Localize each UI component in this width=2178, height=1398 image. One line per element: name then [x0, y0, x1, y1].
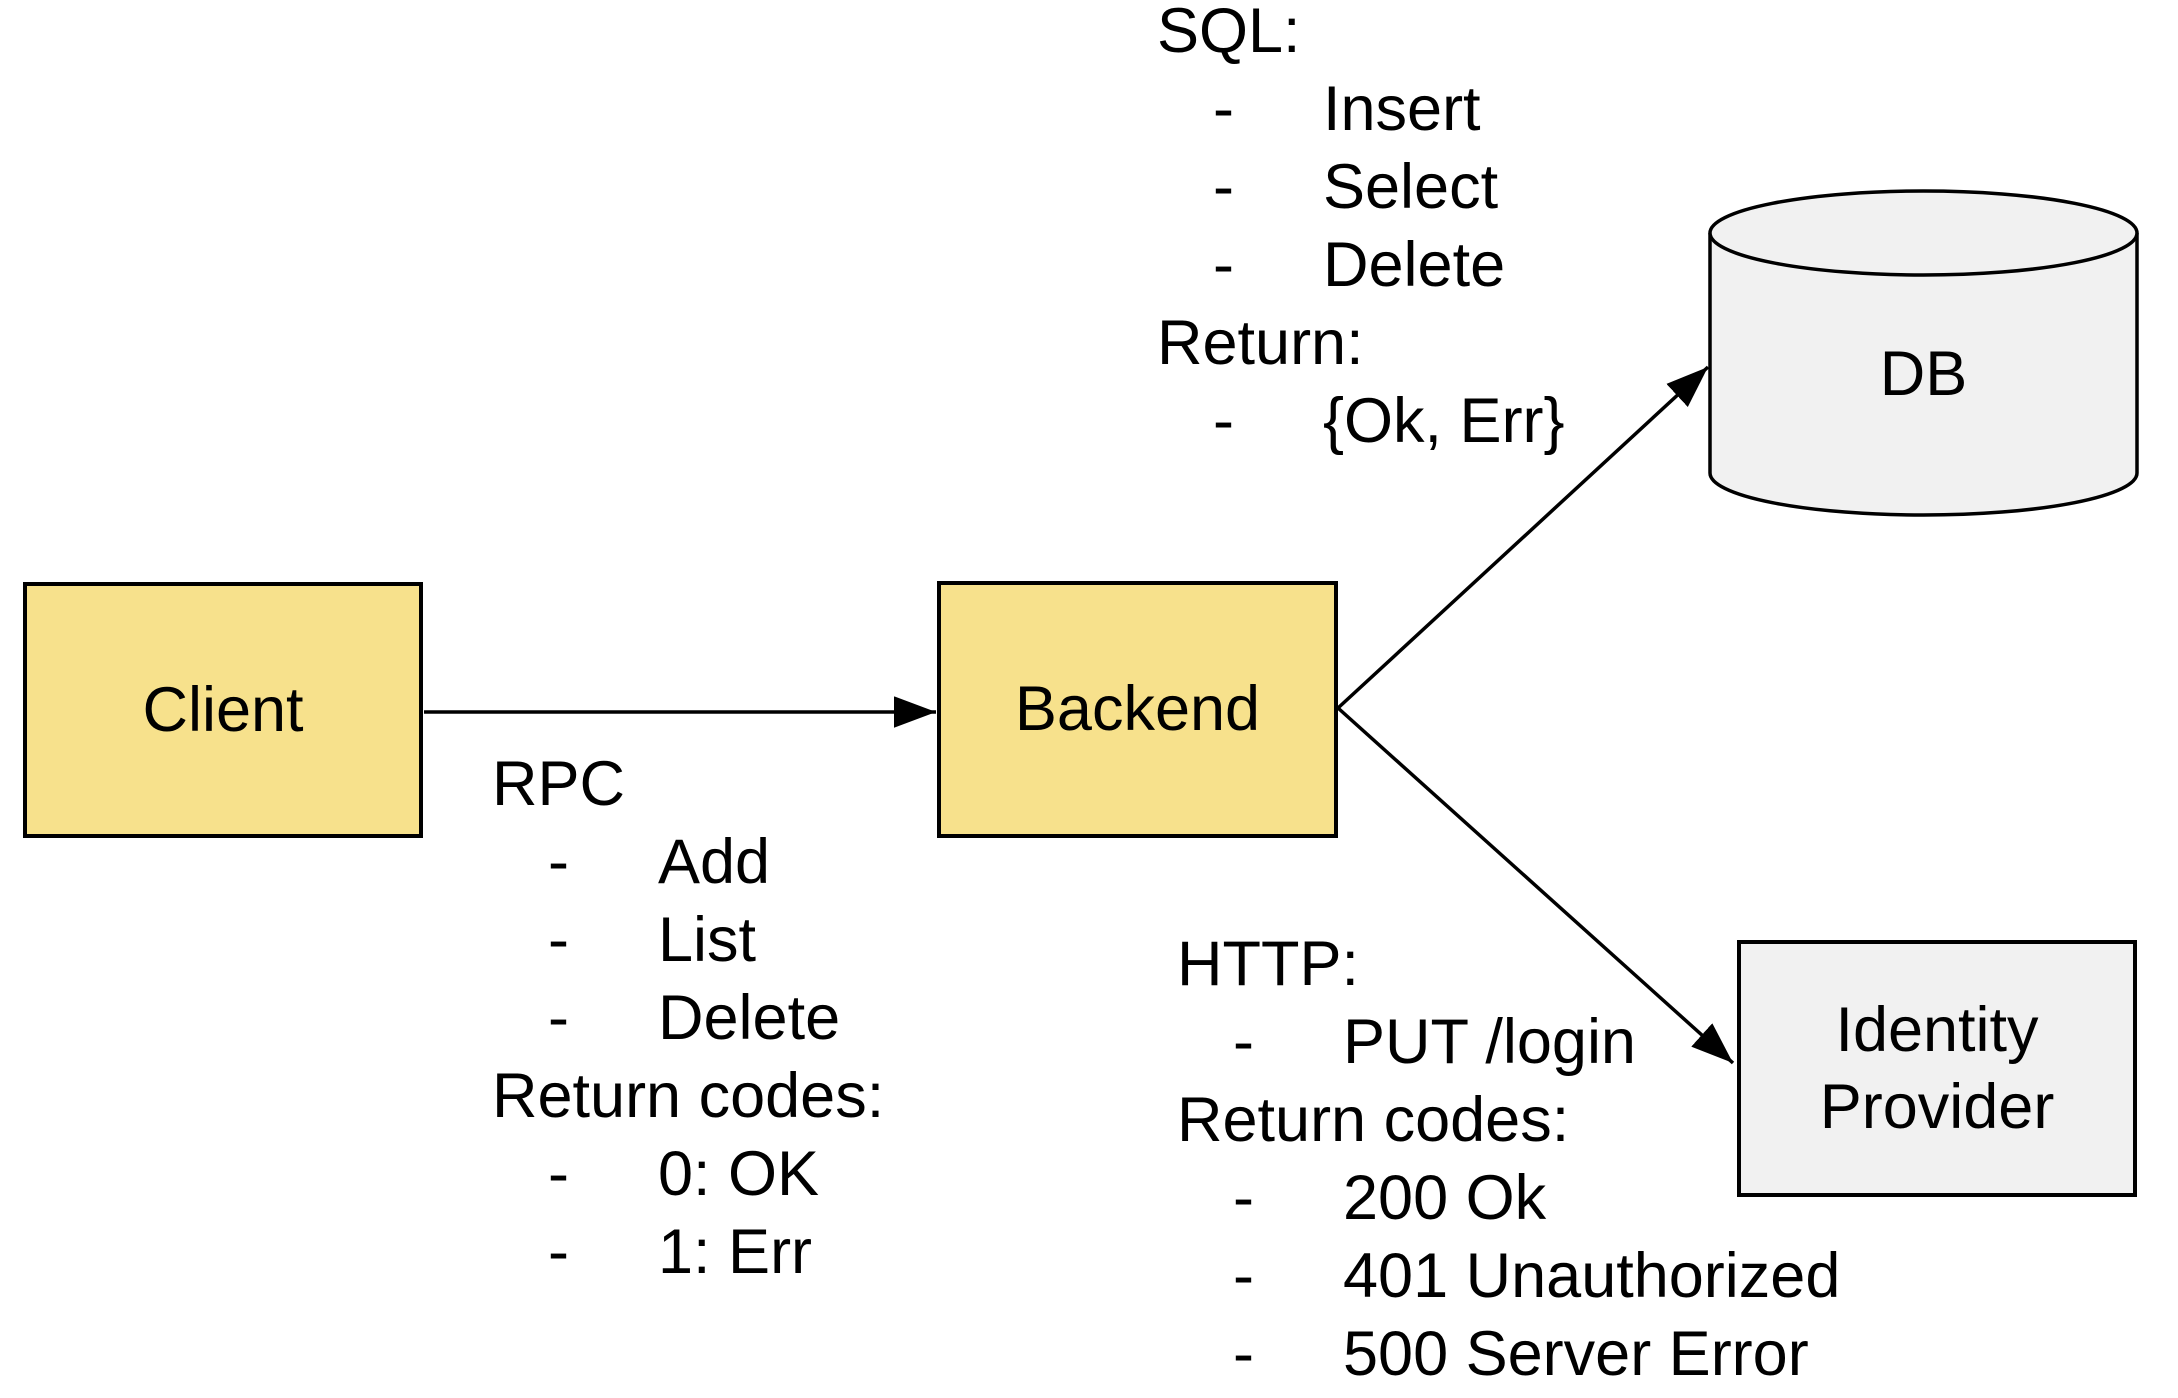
- bullet-dash: -: [1233, 1163, 1254, 1233]
- rpc-return-0-ok: - 0: OK: [492, 1135, 884, 1213]
- sql-item-insert: - Insert: [1157, 70, 1565, 148]
- bullet-dash: -: [548, 1139, 569, 1209]
- sql-return-ok-err: - {Ok, Err}: [1157, 382, 1565, 460]
- http-item-put-login: - PUT /login: [1177, 1003, 1840, 1081]
- bullet-dash: -: [1213, 230, 1234, 300]
- sql-heading: SQL:: [1157, 0, 1301, 66]
- sql-return-heading: Return:: [1157, 308, 1364, 378]
- http-return-codes-heading: Return codes:: [1177, 1085, 1570, 1155]
- rpc-item-list: - List: [492, 901, 884, 979]
- bullet-dash: -: [1213, 152, 1234, 222]
- bullet-dash: -: [1233, 1007, 1254, 1077]
- backend-node: Backend: [937, 581, 1338, 838]
- rpc-return-codes-heading: Return codes:: [492, 1061, 885, 1131]
- edge-backend-to-db: [1336, 365, 1710, 710]
- backend-node-label: Backend: [1014, 674, 1261, 744]
- identity-provider-node: Identity Provider: [1737, 940, 2137, 1197]
- sql-annotation: SQL: - Insert - Select - Delete Return: …: [1157, 0, 1565, 460]
- http-heading: HTTP:: [1177, 929, 1359, 999]
- bullet-dash: -: [548, 1217, 569, 1287]
- client-node-label: Client: [142, 674, 304, 745]
- identity-provider-label-line2: Provider: [1819, 1071, 2055, 1142]
- http-return-401: - 401 Unauthorized: [1177, 1237, 1840, 1315]
- rpc-item-add: - Add: [492, 823, 884, 901]
- rpc-heading: RPC: [492, 749, 626, 819]
- rpc-annotation: RPC - Add - List - Delete Return codes: …: [492, 745, 884, 1291]
- edge-backend-to-identity-provider: [1336, 706, 1735, 1065]
- bullet-dash: -: [1213, 386, 1234, 456]
- bullet-dash: -: [1233, 1319, 1254, 1389]
- http-return-500: - 500 Server Error: [1177, 1315, 1840, 1393]
- http-return-200: - 200 Ok: [1177, 1159, 1840, 1237]
- bullet-dash: -: [1233, 1241, 1254, 1311]
- db-node-label: DB: [1879, 339, 1968, 409]
- identity-provider-label-line1: Identity: [1835, 994, 2039, 1065]
- client-node: Client: [23, 582, 423, 838]
- rpc-return-1-err: - 1: Err: [492, 1213, 884, 1291]
- sql-item-delete: - Delete: [1157, 226, 1565, 304]
- rpc-item-delete: - Delete: [492, 979, 884, 1057]
- db-cylinder-shape: [1708, 189, 2139, 517]
- http-annotation: HTTP: - PUT /login Return codes: - 200 O…: [1177, 925, 1840, 1393]
- bullet-dash: -: [1213, 74, 1234, 144]
- sql-item-select: - Select: [1157, 148, 1565, 226]
- bullet-dash: -: [548, 905, 569, 975]
- bullet-dash: -: [548, 827, 569, 897]
- bullet-dash: -: [548, 983, 569, 1053]
- db-node: DB: [1710, 275, 2137, 473]
